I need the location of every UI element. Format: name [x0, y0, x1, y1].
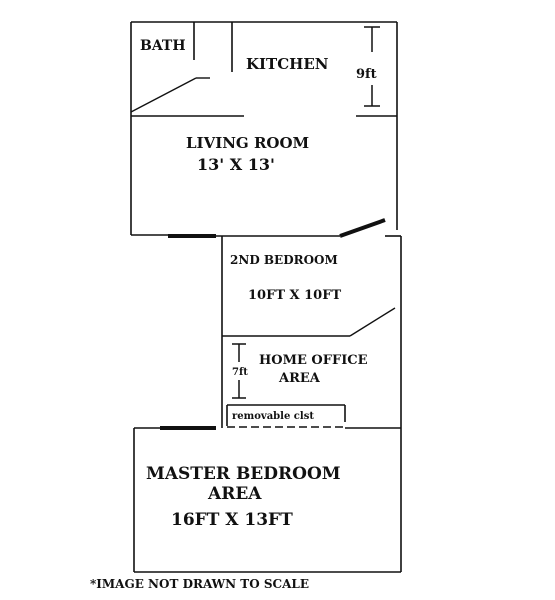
home-office-label-line1: HOME OFFICE: [259, 353, 368, 368]
second-bedroom-door: [349, 307, 396, 337]
second-bedroom-label: 2ND BEDROOM: [230, 253, 338, 267]
home-office-label-line2: AREA: [278, 371, 321, 386]
office-height-label: 7ft: [232, 367, 248, 378]
kitchen-height-label: 9ft: [356, 67, 377, 82]
closet-label: removable clst: [232, 411, 314, 422]
living-room-label: LIVING ROOM: [186, 134, 309, 152]
middle-unit-walls: [221, 235, 402, 428]
kitchen-label: KITCHEN: [246, 55, 329, 73]
master-bedroom-label-line1: MASTER BEDROOM: [146, 464, 341, 484]
living-room-dims: 13' X 13': [197, 155, 275, 174]
kitchen-height-dimension: [364, 26, 380, 107]
office-height-dimension: [232, 343, 246, 399]
bath-label: BATH: [140, 38, 186, 54]
master-bedroom-dims: 16FT X 13FT: [171, 510, 293, 530]
upper-unit-walls: [130, 21, 398, 238]
master-bedroom-label-line2: AREA: [207, 484, 262, 504]
master-bedroom-walls: [133, 426, 402, 573]
scale-note: *IMAGE NOT DRAWN TO SCALE: [90, 577, 309, 591]
removable-closet: [226, 404, 346, 428]
bath-door: [130, 77, 197, 113]
living-room-door: [339, 218, 386, 238]
second-bedroom-dims: 10FT X 10FT: [248, 288, 341, 303]
